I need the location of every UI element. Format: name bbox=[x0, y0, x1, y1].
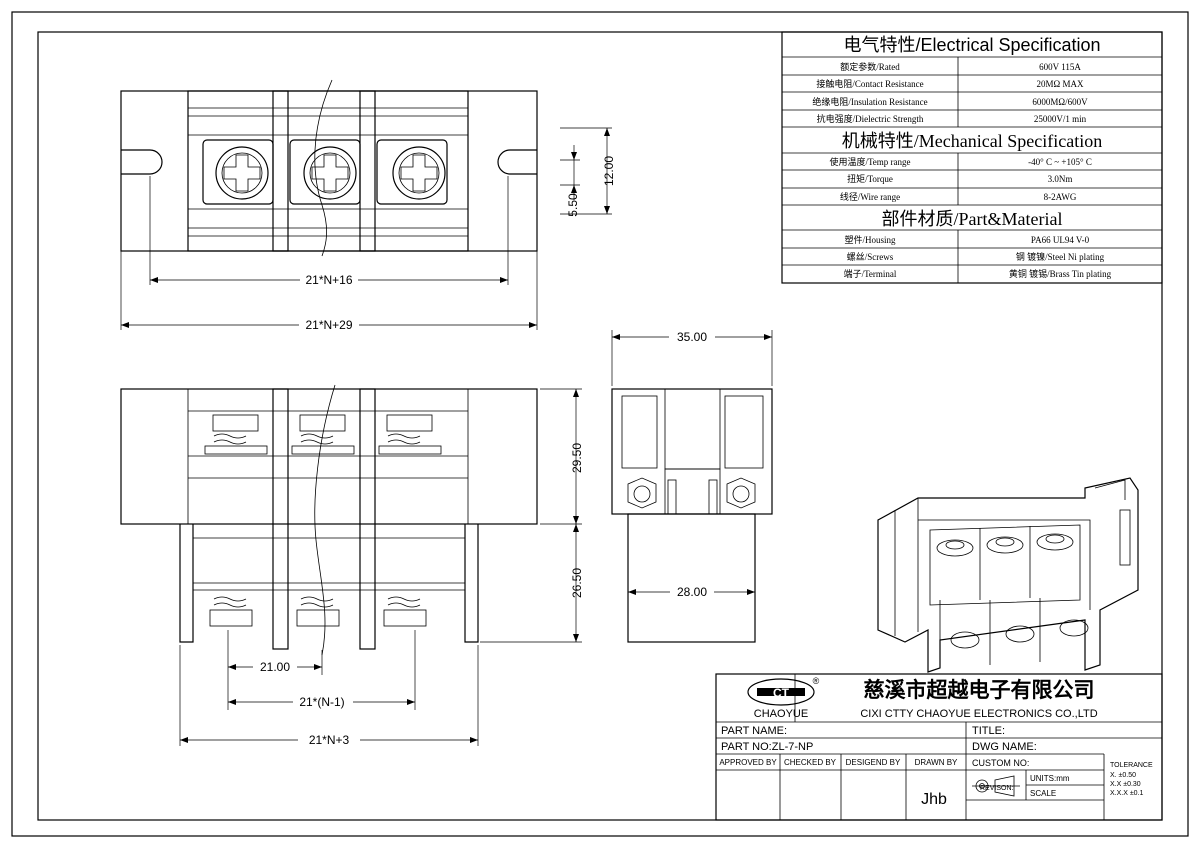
brand-name: CHAOYUE bbox=[754, 708, 808, 720]
mechanical-value-wire: 8-2AWG bbox=[1044, 192, 1077, 202]
dim-top-inner: 21*N+16 bbox=[305, 273, 352, 287]
dim-pitch-n: 21*(N-1) bbox=[299, 695, 344, 709]
drawn-by-label: DRAWN BY bbox=[915, 758, 958, 767]
company-name-en: CIXI CTTY CHAOYUE ELECTRONICS CO.,LTD bbox=[860, 708, 1097, 720]
tolerance-xxx: X.X.X ±0.1 bbox=[1110, 790, 1144, 797]
title-block: CT ® CHAOYUE 慈溪市超越电子有限公司 CIXI CTTY CHAOY… bbox=[715, 673, 1163, 821]
drawer-name: Jhb bbox=[921, 791, 947, 808]
screw-front-lower-2 bbox=[296, 596, 340, 627]
material-header: 部件材质/Part&Material bbox=[882, 209, 1063, 229]
material-value-terminal: 黄铜 镀锡/Brass Tin plating bbox=[1009, 268, 1112, 279]
scale-label: SCALE bbox=[1030, 789, 1056, 798]
material-label-housing: 塑件/Housing bbox=[844, 234, 896, 245]
isometric-view bbox=[877, 477, 1139, 673]
material-value-screws: 钢 镀镍/Steel Ni plating bbox=[1016, 251, 1105, 262]
side-view: 35.00 28.00 bbox=[611, 329, 773, 643]
spec-table: 电气特性/Electrical Specification 额定参数/Rated… bbox=[781, 31, 1163, 284]
units-label: UNITS:mm bbox=[1030, 774, 1070, 783]
dim-front-overall: 21*N+3 bbox=[309, 733, 350, 747]
screw-front-upper-1 bbox=[204, 414, 268, 455]
revision-label: REVISON: bbox=[980, 785, 1014, 792]
tolerance-label: TOLERANCE bbox=[1110, 762, 1153, 769]
screw-front-lower-3 bbox=[383, 596, 427, 627]
tolerance-x: X. ±0.50 bbox=[1110, 772, 1136, 779]
dim-side-base: 28.00 bbox=[677, 585, 707, 599]
electrical-label-dielectric: 抗电强度/Dielectric Strength bbox=[817, 113, 924, 124]
logo-reg: ® bbox=[813, 676, 820, 686]
dim-top-overall: 21*N+29 bbox=[305, 318, 352, 332]
dim-pitch: 21.00 bbox=[260, 660, 290, 674]
projection-symbol-icon bbox=[972, 775, 1020, 797]
screw-top-1 bbox=[215, 146, 269, 200]
dwg-name-label: DWG NAME: bbox=[972, 741, 1037, 753]
electrical-header: 电气特性/Electrical Specification bbox=[843, 35, 1100, 55]
screw-top-3 bbox=[392, 146, 446, 200]
part-name-label: PART NAME: bbox=[721, 725, 787, 737]
electrical-value-insulation: 6000MΩ/600V bbox=[1032, 97, 1088, 107]
electrical-value-rated: 600V 115A bbox=[1039, 62, 1081, 72]
part-no-label: PART NO:ZL-7-NP bbox=[721, 741, 813, 753]
electrical-label-contact: 接触电阻/Contact Resistance bbox=[816, 78, 923, 89]
checked-by-label: CHECKED BY bbox=[784, 758, 837, 767]
company-name-cn: 慈溪市超越电子有限公司 bbox=[864, 678, 1095, 702]
screw-top-2 bbox=[303, 146, 357, 200]
mechanical-label-wire: 线径/Wire range bbox=[840, 191, 900, 202]
mechanical-header: 机械特性/Mechanical Specification bbox=[842, 131, 1102, 151]
screw-front-lower-1 bbox=[209, 596, 253, 627]
dim-front-lower: 26.50 bbox=[570, 568, 584, 598]
material-value-housing: PA66 UL94 V-0 bbox=[1031, 235, 1090, 245]
approved-by-label: APPROVED BY bbox=[719, 758, 777, 767]
mechanical-value-temp: -40° C ~ +105° C bbox=[1028, 157, 1092, 167]
custom-no-label: CUSTOM NO: bbox=[972, 758, 1029, 768]
material-label-terminal: 端子/Terminal bbox=[844, 268, 897, 279]
electrical-label-insulation: 绝缘电阻/Insulation Resistance bbox=[812, 96, 927, 107]
company-logo: CT ® bbox=[747, 676, 820, 706]
material-label-screws: 螺丝/Screws bbox=[847, 251, 894, 262]
inner-border bbox=[37, 31, 1163, 821]
electrical-value-contact: 20MΩ MAX bbox=[1037, 79, 1084, 89]
dim-side-width: 35.00 bbox=[677, 330, 707, 344]
mechanical-label-torque: 扭矩/Torque bbox=[847, 173, 893, 184]
title-label: TITLE: bbox=[972, 725, 1005, 737]
electrical-label-rated: 额定参数/Rated bbox=[840, 61, 900, 72]
tolerance-xx: X.X ±0.30 bbox=[1110, 781, 1141, 788]
top-view: 12.00 5.50 21*N+16 21*N+29 bbox=[120, 79, 616, 333]
mechanical-value-torque: 3.0Nm bbox=[1048, 174, 1073, 184]
screw-front-upper-3 bbox=[378, 414, 442, 455]
dim-top-slot: 5.50 bbox=[566, 193, 580, 217]
logo-mark: CT bbox=[773, 686, 790, 700]
front-view: 29.50 26.50 21.00 21*(N-1) 21*N+3 bbox=[120, 384, 584, 748]
outer-border bbox=[11, 11, 1189, 837]
designed-by-label: DESIGEND BY bbox=[846, 758, 901, 767]
electrical-value-dielectric: 25000V/1 min bbox=[1034, 114, 1087, 124]
screw-front-upper-2 bbox=[291, 414, 355, 455]
mechanical-label-temp: 使用温度/Temp range bbox=[829, 156, 910, 167]
dim-front-upper: 29.50 bbox=[570, 443, 584, 473]
dim-top-height: 12.00 bbox=[602, 156, 616, 186]
